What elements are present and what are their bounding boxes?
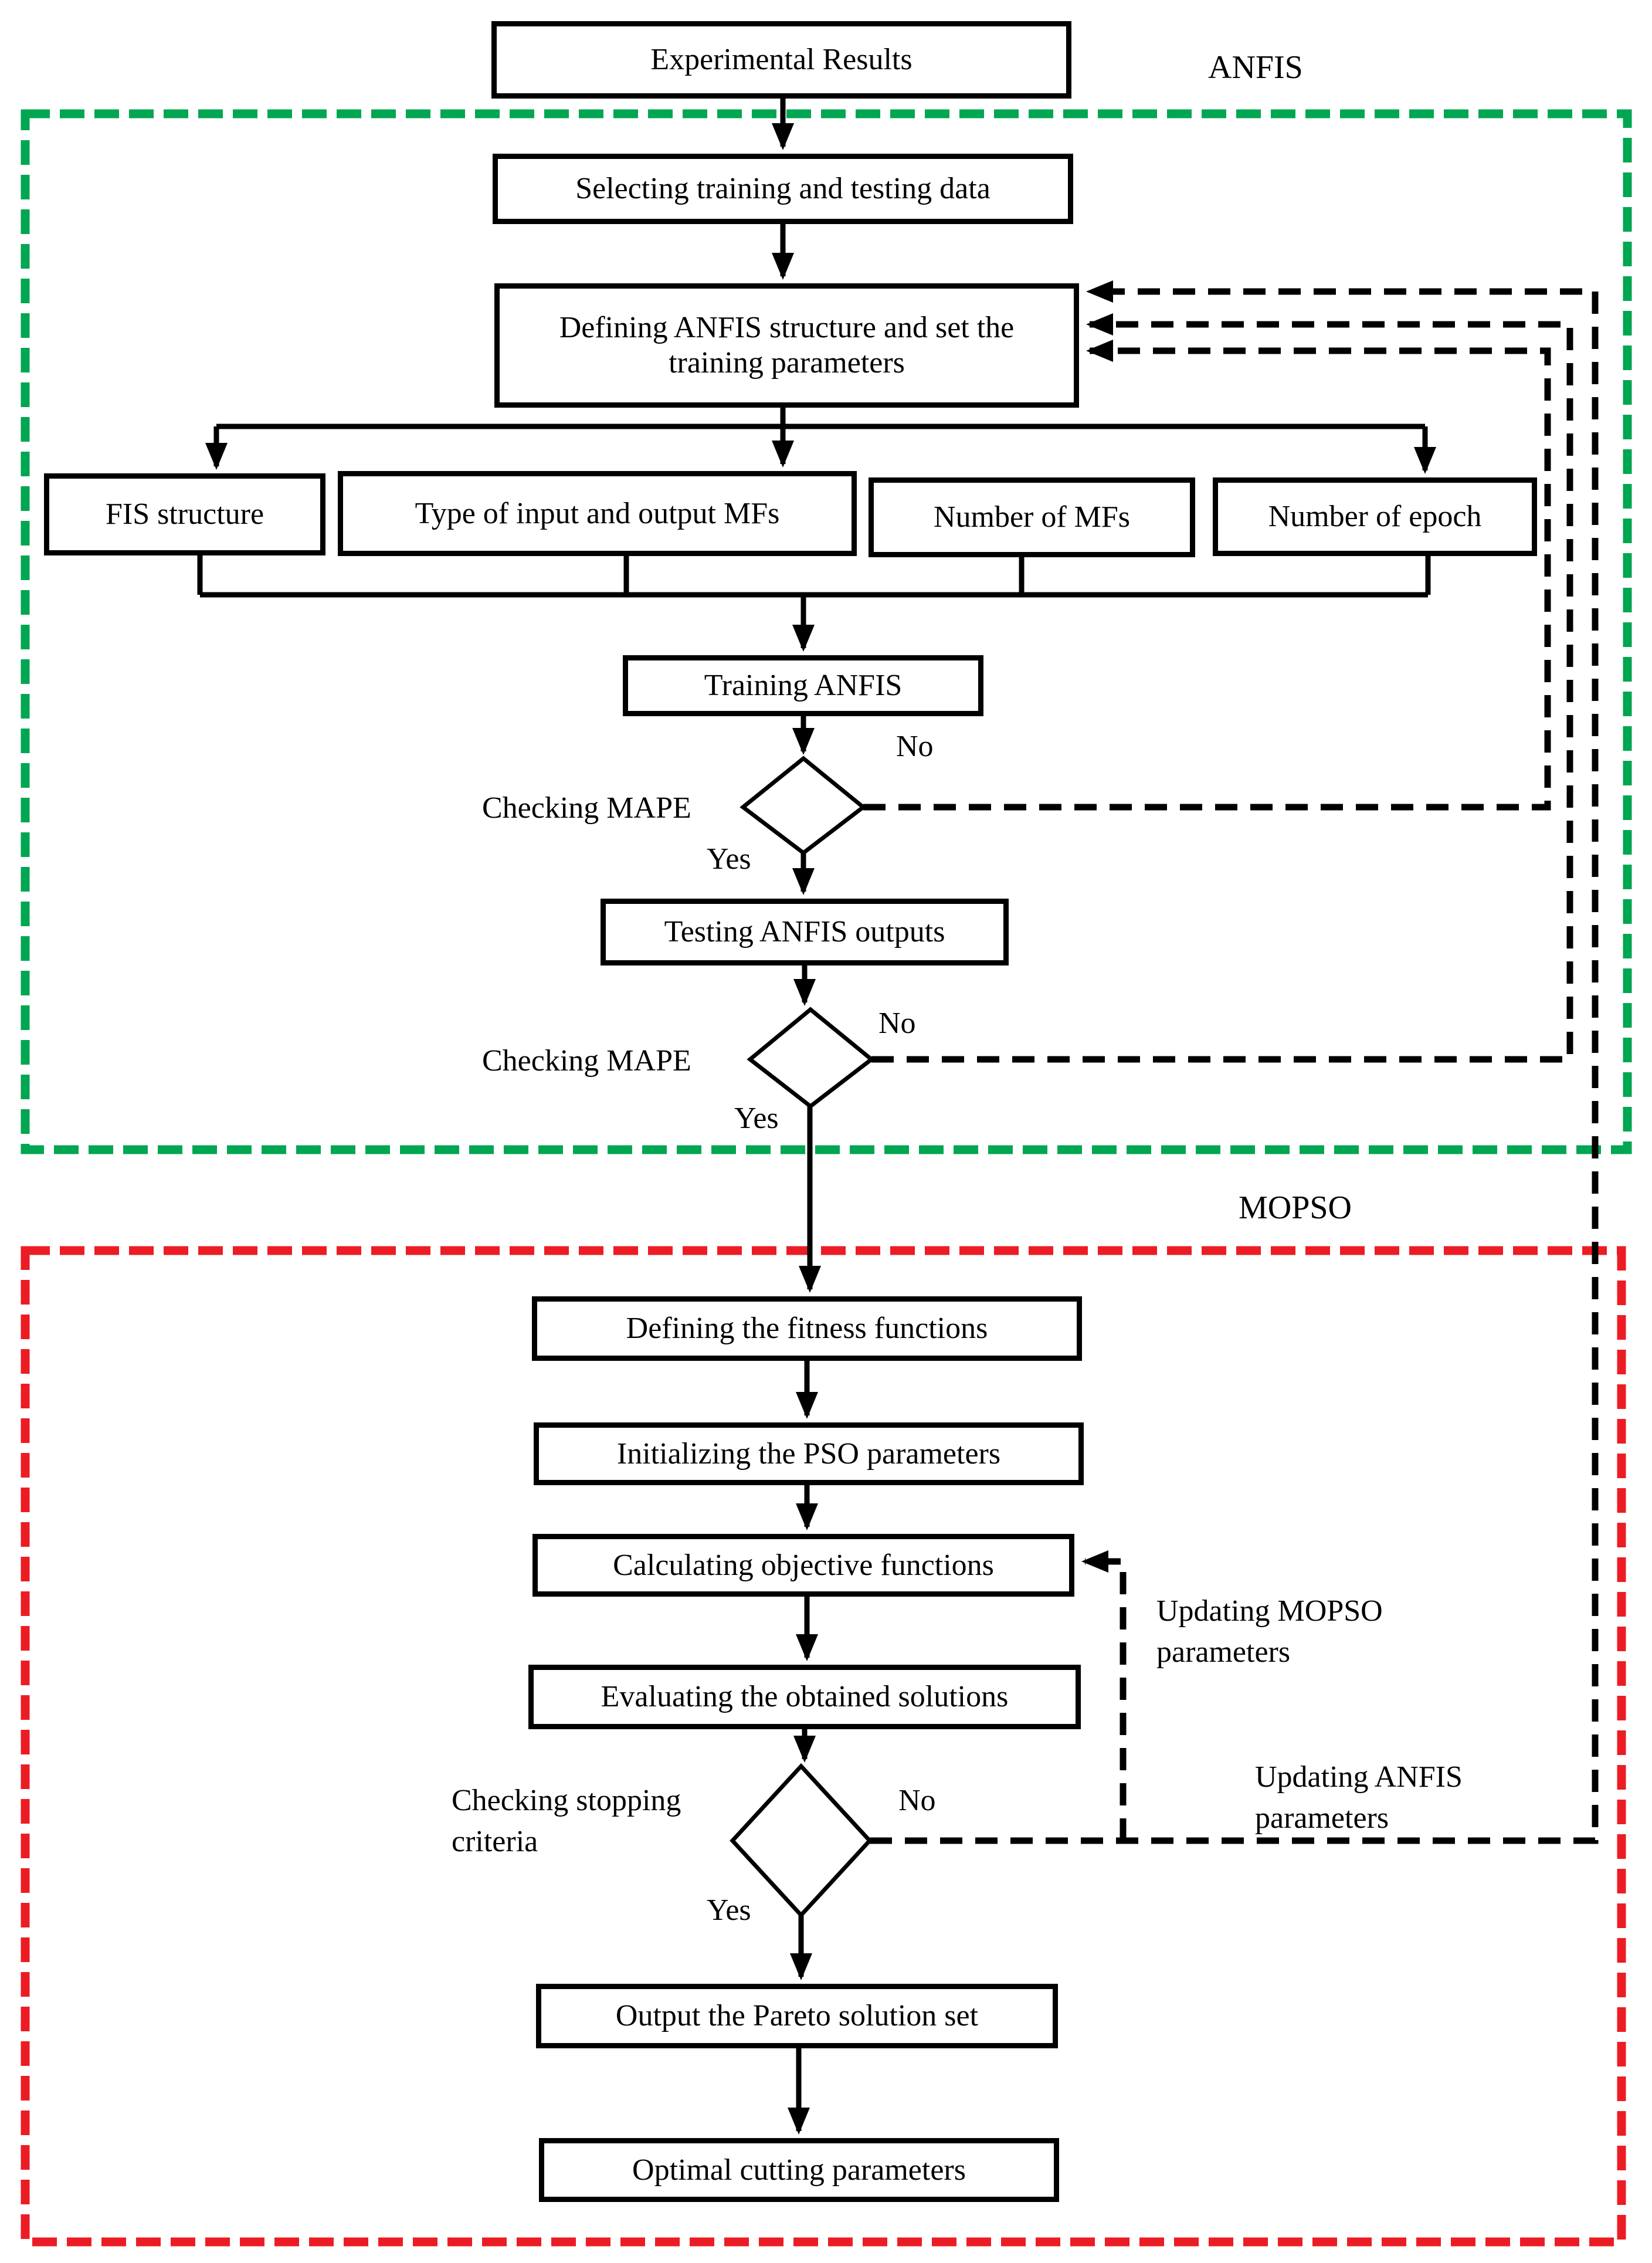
node-experimental-results: Experimental Results [491, 21, 1071, 99]
label-checking-mape-2: Checking MAPE [482, 1044, 691, 1078]
diamond-checking-mape-1 [740, 756, 867, 856]
node-calculating-objectives: Calculating objective functions [532, 1534, 1074, 1597]
flow-arrows [197, 99, 1436, 2135]
label-updating-anfis: Updating ANFIS parameters [1255, 1760, 1463, 1835]
mopso-region-label: MOPSO [1239, 1190, 1352, 1226]
loop-updating-mopso [1081, 1550, 1127, 1841]
node-training-anfis: Training ANFIS [623, 655, 983, 716]
label-checking-stopping: Checking stopping criteria [452, 1784, 681, 1859]
node-selecting-data: Selecting training and testing data [493, 154, 1073, 224]
label-yes-1: Yes [707, 842, 751, 876]
node-defining-anfis: Defining ANFIS structure and set the tra… [494, 283, 1079, 408]
label-yes-3: Yes [707, 1893, 751, 1927]
mopso-region-border [21, 1246, 1626, 2247]
node-type-of-mfs: Type of input and output MFs [338, 471, 857, 556]
feedback-loops [863, 280, 1599, 1844]
label-checking-mape-1: Checking MAPE [482, 791, 691, 825]
diamond-checking-stopping [730, 1763, 873, 1919]
node-defining-fitness: Defining the fitness functions [532, 1296, 1082, 1361]
loop-updating-anfis [870, 280, 1599, 1844]
node-fis-structure: FIS structure [44, 473, 325, 555]
label-no-3: No [898, 1784, 936, 1817]
node-evaluating-solutions: Evaluating the obtained solutions [528, 1665, 1081, 1729]
node-initializing-pso: Initializing the PSO parameters [534, 1422, 1084, 1485]
anfis-region-label: ANFIS [1208, 49, 1303, 86]
anfis-region-border [21, 109, 1632, 1154]
label-no-2: No [878, 1007, 916, 1040]
node-testing-anfis-outputs: Testing ANFIS outputs [601, 899, 1009, 965]
node-output-pareto: Output the Pareto solution set [536, 1984, 1058, 2048]
loop-mape1-no [863, 340, 1551, 811]
loop-mape2-no [871, 313, 1573, 1063]
label-updating-mopso: Updating MOPSO parameters [1156, 1594, 1383, 1669]
label-no-1: No [896, 730, 934, 763]
node-optimal-parameters: Optimal cutting parameters [539, 2138, 1059, 2202]
node-number-of-epoch: Number of epoch [1213, 477, 1537, 556]
node-number-of-mfs: Number of MFs [869, 477, 1195, 557]
label-yes-2: Yes [734, 1102, 779, 1135]
decision-diamonds [730, 756, 875, 1919]
diamond-checking-mape-2 [747, 1007, 875, 1109]
